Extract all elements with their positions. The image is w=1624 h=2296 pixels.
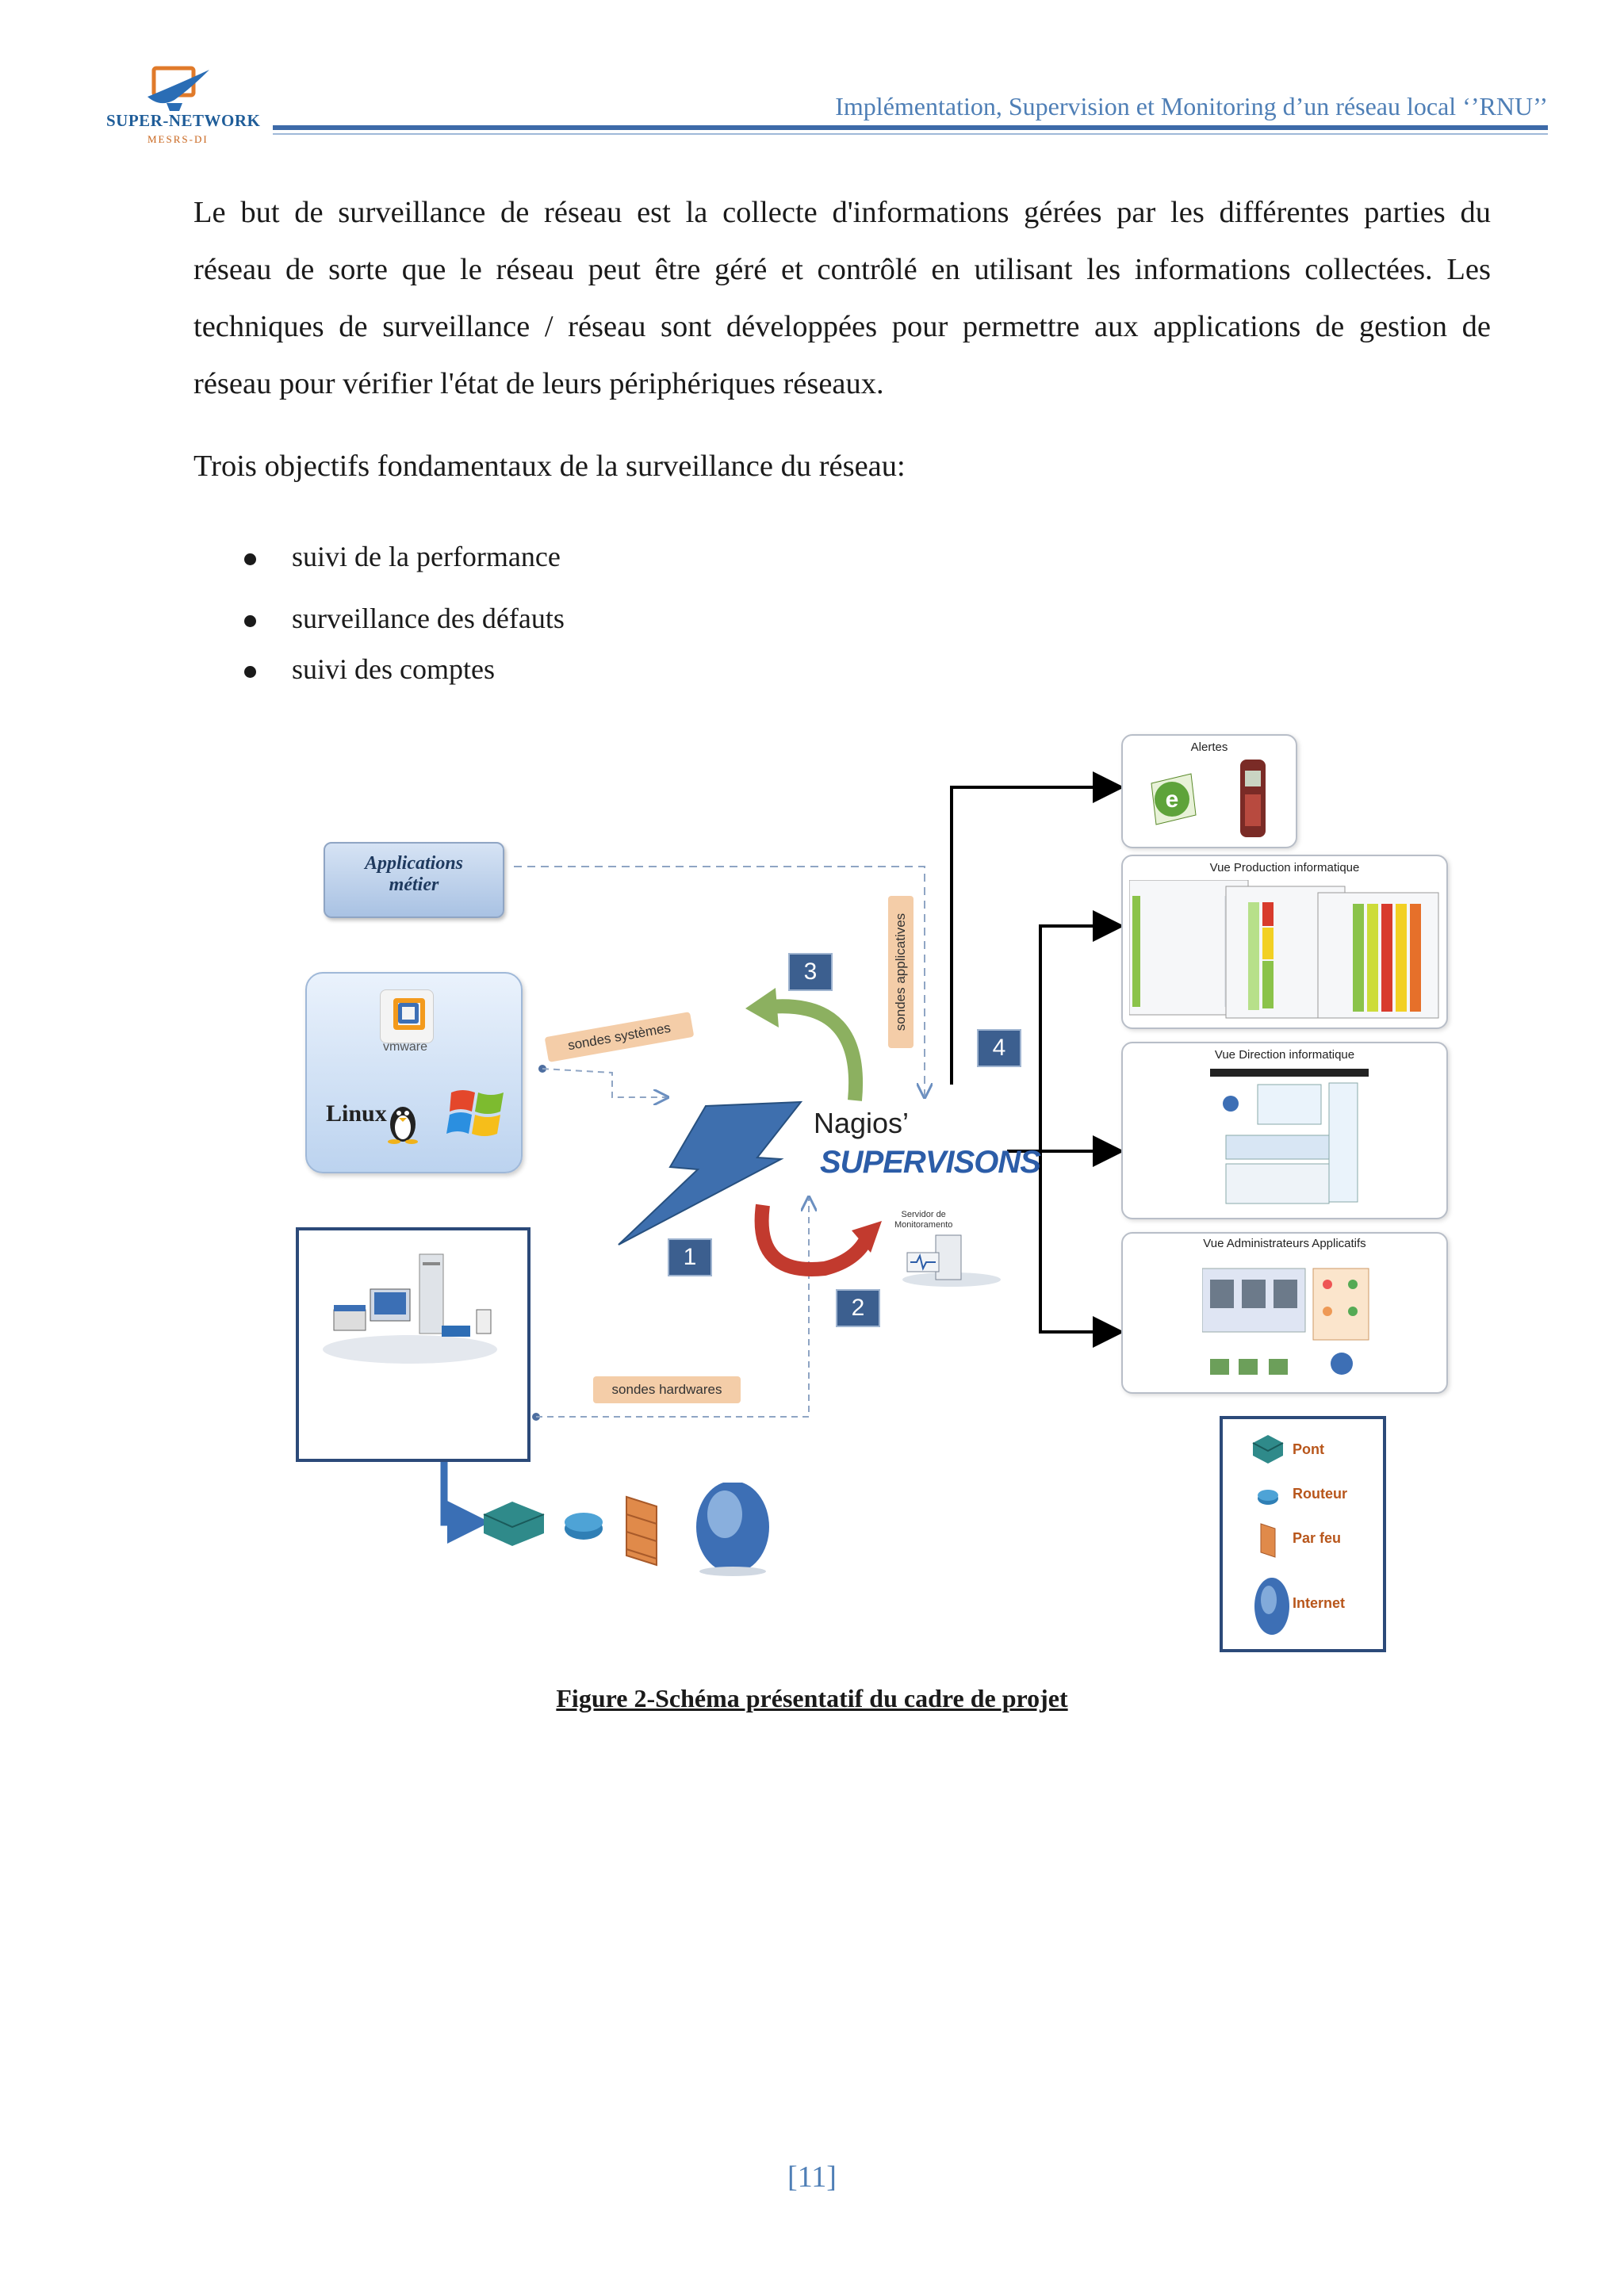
- applications-metier-box: Applications métier: [324, 842, 504, 918]
- sondes-applicatives-label: sondes applicatives: [888, 896, 914, 1048]
- tux-icon: [388, 1107, 418, 1144]
- logo-subtitle: MESRS-DI: [147, 133, 209, 145]
- internet-globe-icon: [1254, 1578, 1289, 1635]
- direction-panel: Vue Direction informatique: [1121, 1042, 1448, 1219]
- alertes-panel: Alertes e: [1121, 734, 1297, 848]
- production-dashboard-icon: [1129, 880, 1439, 1019]
- alertes-title: Alertes: [1190, 740, 1228, 754]
- legend-routeur: Routeur: [1293, 1486, 1347, 1502]
- paragraph-line: Le but de surveillance de réseau est la …: [193, 196, 1491, 229]
- figure-caption: Figure 2-Schéma présentatif du cadre de …: [556, 1684, 1068, 1712]
- vmware-icon: [380, 989, 434, 1043]
- bridge-icon: [1252, 1435, 1284, 1464]
- servidor-line1: Servidor de: [901, 1210, 946, 1219]
- header: SUPER-NETWORK MESRS-DI Implémentation, S…: [0, 0, 1624, 159]
- paragraph-line: techniques de surveillance / réseau sont…: [193, 310, 1491, 343]
- server-icon: [902, 1234, 1001, 1287]
- svg-text:e: e: [1166, 786, 1179, 813]
- step-number-4: 4: [977, 1029, 1021, 1067]
- applications-metier-line2: métier: [389, 874, 439, 895]
- bullet-dot: [244, 553, 256, 565]
- paragraph-line: réseau pour vérifier l'état de leurs pér…: [193, 367, 884, 400]
- bullet-dot: [244, 666, 256, 678]
- os-platforms-box: vmware Linux: [305, 972, 523, 1173]
- direction-title: Vue Direction informatique: [1214, 1048, 1355, 1062]
- logo-icon: [147, 66, 209, 111]
- step-number-3: 3: [788, 953, 833, 991]
- bullet-dot: [244, 615, 256, 627]
- admins-dashboard-icon: [1202, 1268, 1369, 1375]
- bullet-item: surveillance des défauts: [292, 603, 565, 634]
- step-number-1: 1: [668, 1238, 712, 1276]
- bullet-item: suivi de la performance: [292, 541, 561, 572]
- lightning-icon: [618, 1100, 803, 1246]
- router-device-icon: [565, 1513, 603, 1540]
- header-rule: [273, 125, 1548, 130]
- direction-dashboard-icon: [1210, 1069, 1369, 1204]
- windows-icon: [446, 1090, 504, 1136]
- objectives-intro: Trois objectifs fondamentaux de la surve…: [193, 450, 906, 483]
- switch-icon: [483, 1502, 545, 1546]
- vmware-label: vmware: [383, 1040, 428, 1054]
- legend-pont: Pont: [1293, 1441, 1324, 1457]
- supervisons-label: SUPERVISONS: [820, 1145, 1041, 1180]
- legend-internet: Internet: [1293, 1595, 1346, 1611]
- linux-label: Linux: [326, 1100, 387, 1127]
- production-panel: Vue Production informatique: [1121, 855, 1448, 1029]
- router-icon: [1258, 1490, 1278, 1505]
- hardware-devices-icon: [323, 1253, 497, 1364]
- sondes-hardwares-label: sondes hardwares: [593, 1376, 741, 1403]
- admins-title: Vue Administrateurs Applicatifs: [1203, 1237, 1366, 1250]
- legend-box: Pont Routeur Par feu Internet: [1220, 1416, 1386, 1652]
- internet-device-icon: [696, 1483, 769, 1576]
- nagios-label: Nagios’: [814, 1107, 910, 1139]
- bullet-item: suivi des comptes: [292, 653, 495, 685]
- logo-name: SUPER-NETWORK: [106, 111, 261, 130]
- body-paragraph: Le but de surveillance de réseau est la …: [193, 184, 1491, 412]
- project-diagram: Applications métier vmware Linux: [0, 714, 1624, 1665]
- applications-metier-line1: Applications: [364, 853, 464, 874]
- mobile-phone-icon: [1240, 760, 1266, 837]
- legend-par-feu: Par feu: [1293, 1530, 1342, 1546]
- email-icon: e: [1151, 773, 1197, 825]
- firewall-device-icon: [626, 1495, 657, 1567]
- admins-panel: Vue Administrateurs Applicatifs: [1121, 1232, 1448, 1394]
- diagram-connectors: [435, 771, 1124, 1544]
- header-title: Implémentation, Supervision et Monitorin…: [835, 92, 1548, 121]
- step-number-2: 2: [836, 1289, 880, 1327]
- network-devices: [483, 1483, 769, 1576]
- production-title: Vue Production informatique: [1209, 861, 1360, 874]
- page-number: [11]: [787, 2160, 837, 2194]
- header-rule-thin: [273, 133, 1548, 135]
- paragraph-line: réseau de sorte que le réseau peut être …: [193, 253, 1491, 286]
- hardware-box: [296, 1227, 530, 1462]
- servidor-line2: Monitoramento: [894, 1220, 953, 1230]
- firewall-icon: [1260, 1523, 1276, 1558]
- servidor-label: Servidor de Monitoramento: [894, 1210, 952, 1230]
